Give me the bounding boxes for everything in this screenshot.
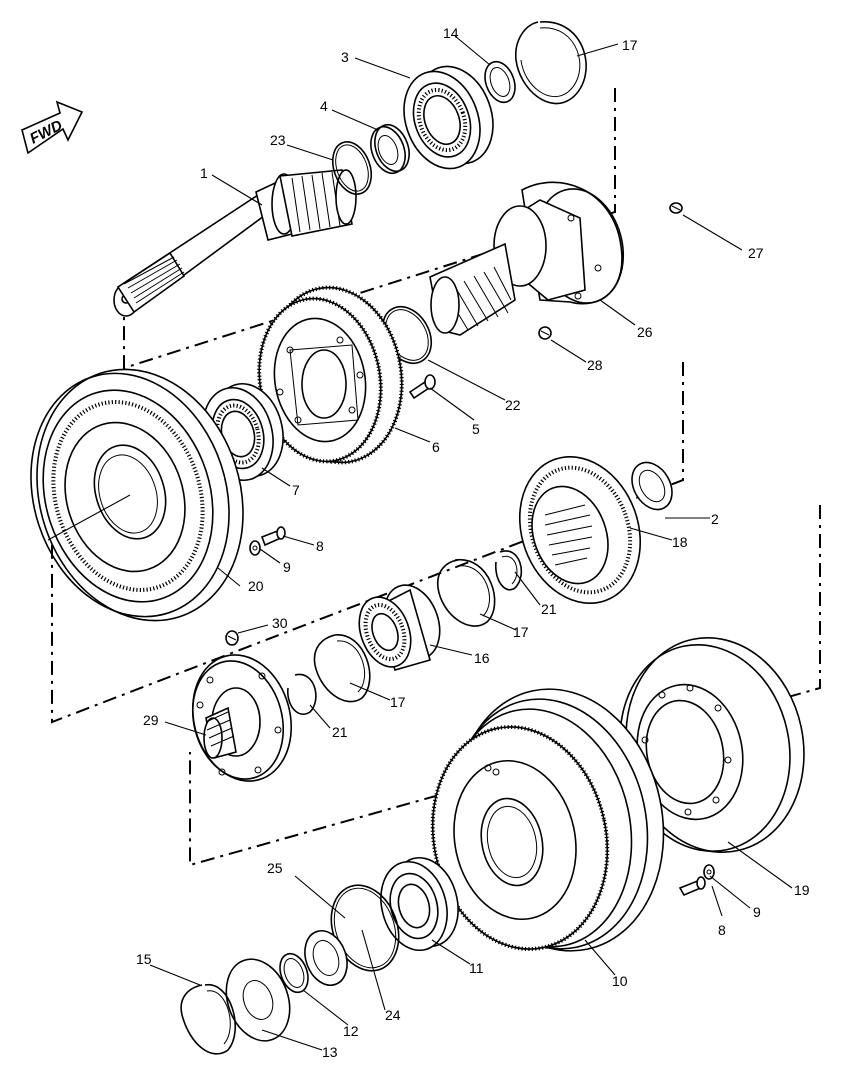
bolt-part-8-lower [678, 876, 706, 897]
callout-9-lower: 9 [753, 904, 761, 920]
callout-21-upper: 21 [541, 601, 557, 617]
snap-ring-part-21-upper [495, 550, 523, 591]
callout-16: 16 [474, 650, 490, 666]
callout-14: 14 [443, 25, 459, 41]
snap-ring-part-12 [279, 952, 309, 994]
spacer-part-24 [304, 930, 348, 986]
fwd-arrow: FWD [21, 100, 84, 155]
output-housing-part-26 [429, 181, 625, 336]
callout-9-upper: 9 [283, 559, 291, 575]
callout-5: 5 [472, 421, 480, 437]
callout-29: 29 [143, 712, 159, 728]
spacer-part-4 [370, 123, 410, 175]
bearing-part-3 [403, 65, 494, 170]
callout-17-top: 17 [622, 37, 638, 53]
callout-6: 6 [432, 439, 440, 455]
callout-20: 20 [248, 578, 264, 594]
callout-26: 26 [637, 324, 653, 340]
callout-22: 22 [505, 397, 521, 413]
plug-part-30 [225, 630, 239, 646]
callout-8-upper: 8 [316, 538, 324, 554]
callout-7: 7 [292, 482, 300, 498]
gear-part-6 [257, 285, 404, 465]
callout-labels: 1 2 3 4 5 6 7 8 8 9 9 10 11 12 13 14 15 … [136, 25, 810, 1060]
clutch-part-16 [358, 584, 441, 671]
callout-2: 2 [711, 511, 719, 527]
pump-housing-part-20 [30, 368, 244, 622]
washer-part-9-upper [249, 540, 261, 556]
callout-10: 10 [612, 973, 628, 989]
washer-part-9-lower [703, 864, 715, 880]
callout-18: 18 [672, 534, 688, 550]
main-shaft-part-1 [113, 169, 357, 317]
leader-lines [47, 35, 793, 1051]
o-ring-part-23 [331, 141, 373, 195]
plug-part-27 [669, 202, 683, 214]
callout-25: 25 [267, 860, 283, 876]
callout-28: 28 [587, 357, 603, 373]
callout-24: 24 [385, 1007, 401, 1023]
callout-13: 13 [322, 1044, 338, 1060]
snap-ring-part-14 [484, 60, 516, 104]
snap-ring-part-21-lower [287, 673, 317, 715]
retaining-ring-part-17-middle [436, 559, 496, 627]
callout-15: 15 [136, 951, 152, 967]
retaining-ring-part-15 [180, 984, 237, 1055]
spacer-part-2 [631, 461, 673, 511]
plug-part-28 [538, 326, 552, 340]
torque-converter-part-10 [430, 688, 665, 952]
stator-part-18 [518, 455, 642, 605]
callout-27: 27 [748, 245, 764, 261]
callout-4: 4 [320, 98, 328, 114]
callout-1: 1 [200, 165, 208, 181]
cover-part-19 [619, 636, 805, 854]
callout-23: 23 [270, 132, 286, 148]
callout-8-lower: 8 [718, 922, 726, 938]
callout-17-middle: 17 [513, 624, 529, 640]
callout-30: 30 [272, 615, 288, 631]
callout-11: 11 [469, 960, 484, 976]
callout-3: 3 [341, 49, 349, 65]
retaining-ring-part-17-lower [313, 634, 371, 703]
callout-21-lower: 21 [332, 724, 348, 740]
plate-part-13 [225, 958, 291, 1042]
bolt-part-8-upper [260, 526, 286, 547]
flange-hub-part-29 [191, 654, 293, 782]
callout-17-lower: 17 [390, 694, 406, 710]
callout-12: 12 [343, 1023, 359, 1039]
retaining-ring-part-17-top [515, 21, 587, 105]
bolt-part-5 [408, 374, 436, 400]
callout-19: 19 [794, 882, 810, 898]
